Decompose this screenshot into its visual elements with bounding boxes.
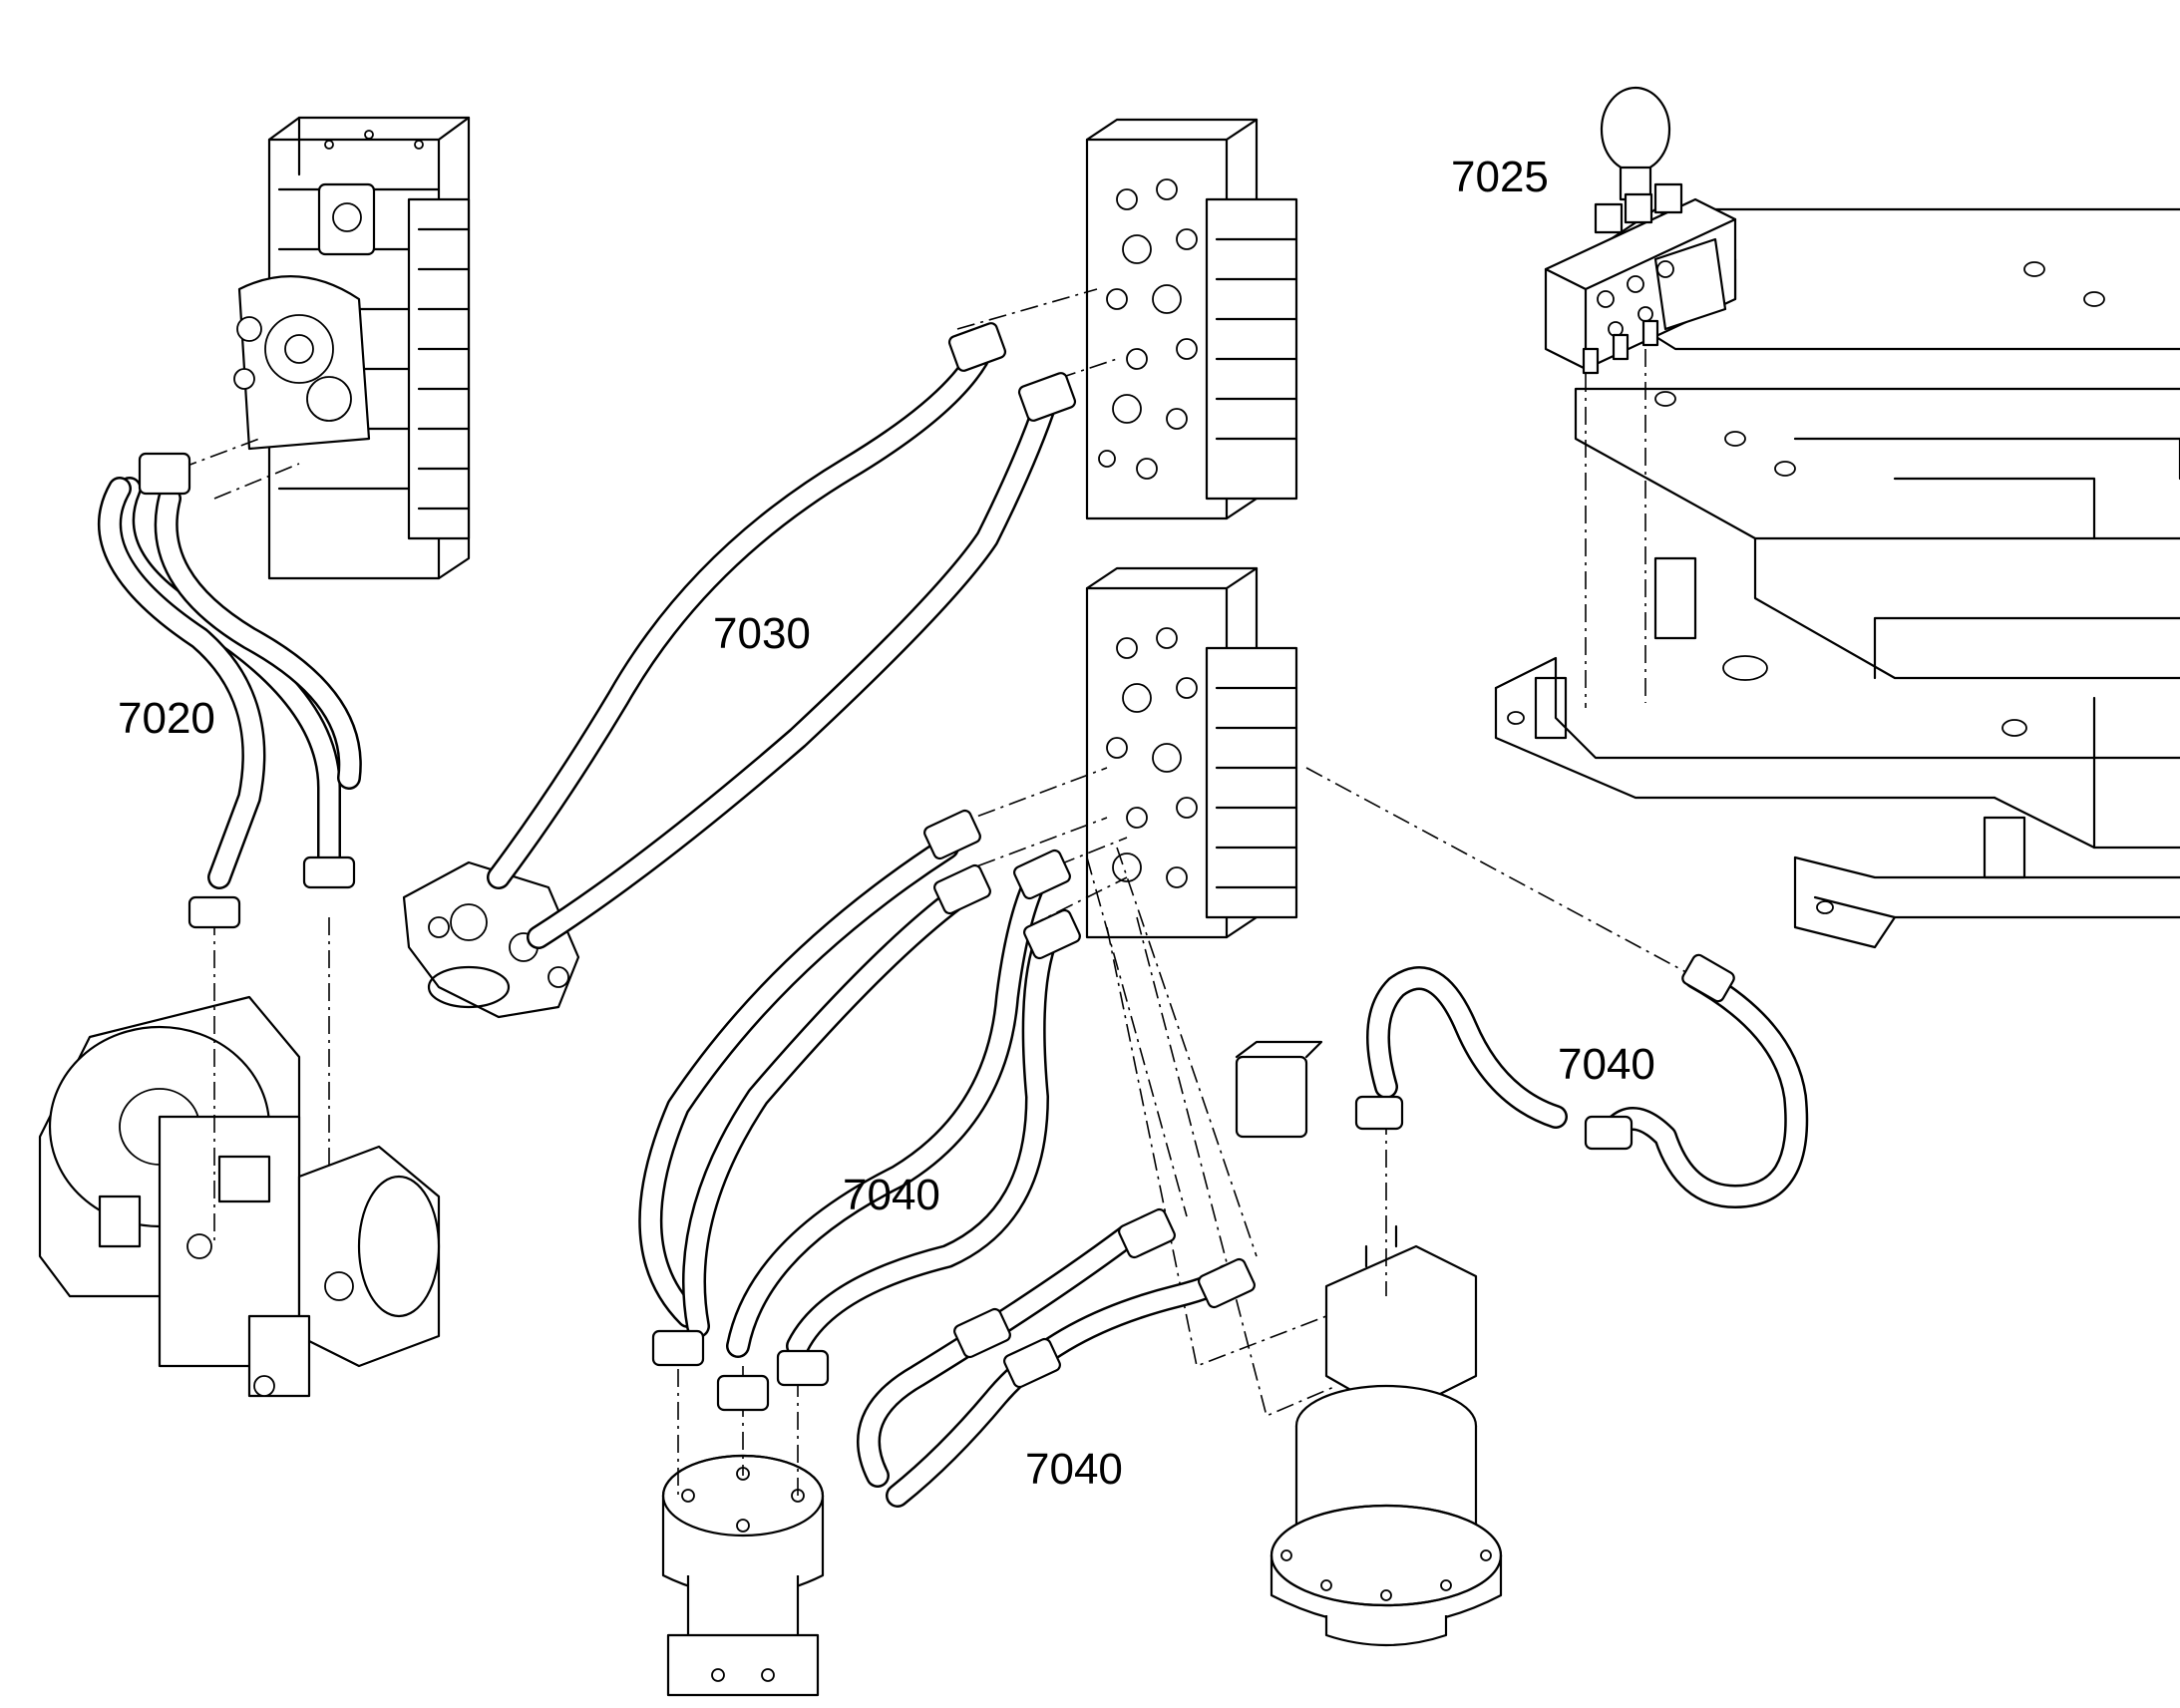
label-7030: 7030	[713, 609, 811, 658]
hose-group-7030-hoses	[487, 322, 1077, 949]
pilot-valve-block	[1544, 86, 1737, 375]
main-control-valve-left	[233, 116, 471, 580]
label-7040-center: 7040	[843, 1171, 940, 1219]
label-7040-bottom: 7040	[1025, 1445, 1123, 1494]
label-7040-right: 7040	[1558, 1040, 1655, 1089]
hose-group-7040-bottom-hoses	[857, 1207, 1256, 1508]
hose-group-7040-right-hoses	[1354, 953, 1809, 1208]
main-control-valve-middle	[1085, 566, 1298, 939]
label-7020: 7020	[118, 694, 215, 743]
hose-group-7020-hoses	[98, 452, 362, 929]
alignment-lines	[179, 288, 1696, 1496]
rotary-joint-left	[661, 1454, 825, 1697]
label-7025: 7025	[1451, 153, 1549, 201]
gear-pump-center	[402, 860, 580, 1019]
chassis-frame	[1494, 207, 2180, 949]
hydraulic-pump-assembly	[38, 995, 441, 1398]
swing-motor	[1235, 1040, 1503, 1647]
main-control-valve-top	[1085, 118, 1298, 520]
hose-group-7040-center-hoses	[638, 809, 1081, 1412]
